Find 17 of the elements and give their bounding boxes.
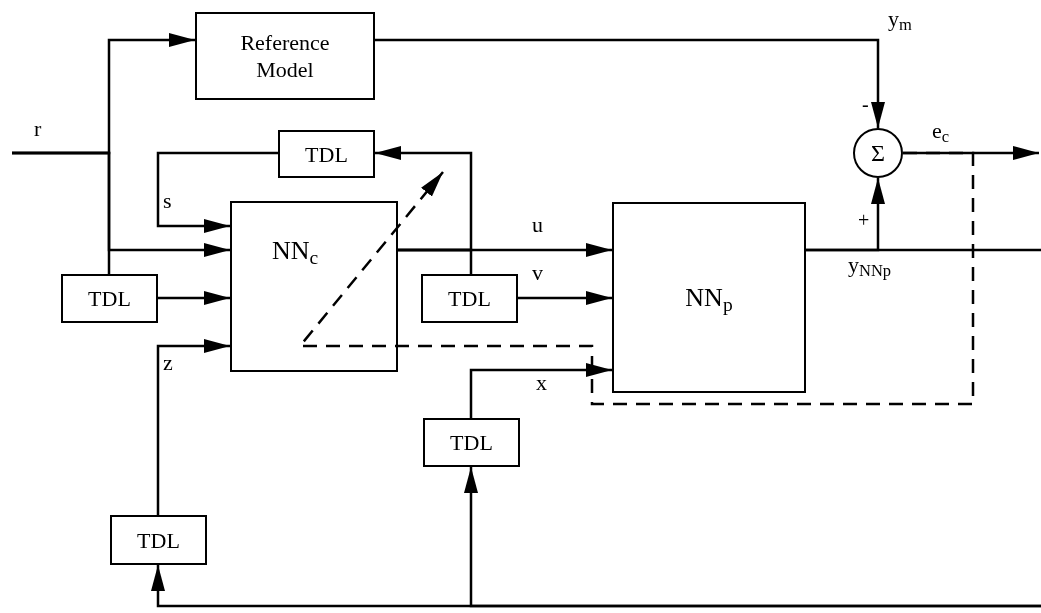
summing-junction: Σ [853,128,903,178]
delay-box: TDL [423,418,520,467]
delay-box: TDL [278,130,375,178]
arrow [156,151,278,233]
controller-box: NN$_{c}$ [230,201,398,372]
arrow [518,291,612,305]
arrow [375,146,473,252]
delay-box: TDL [421,274,518,323]
plant-model-box: NN$_{p}$ [612,202,806,393]
arrow [156,339,230,515]
arrow [464,467,1041,608]
arrow [375,38,885,128]
delay-box: TDL [61,274,158,323]
arrow [158,291,230,305]
process-box: Reference Model [195,12,375,100]
delay-box: TDL [110,515,207,565]
arrow [469,363,612,418]
